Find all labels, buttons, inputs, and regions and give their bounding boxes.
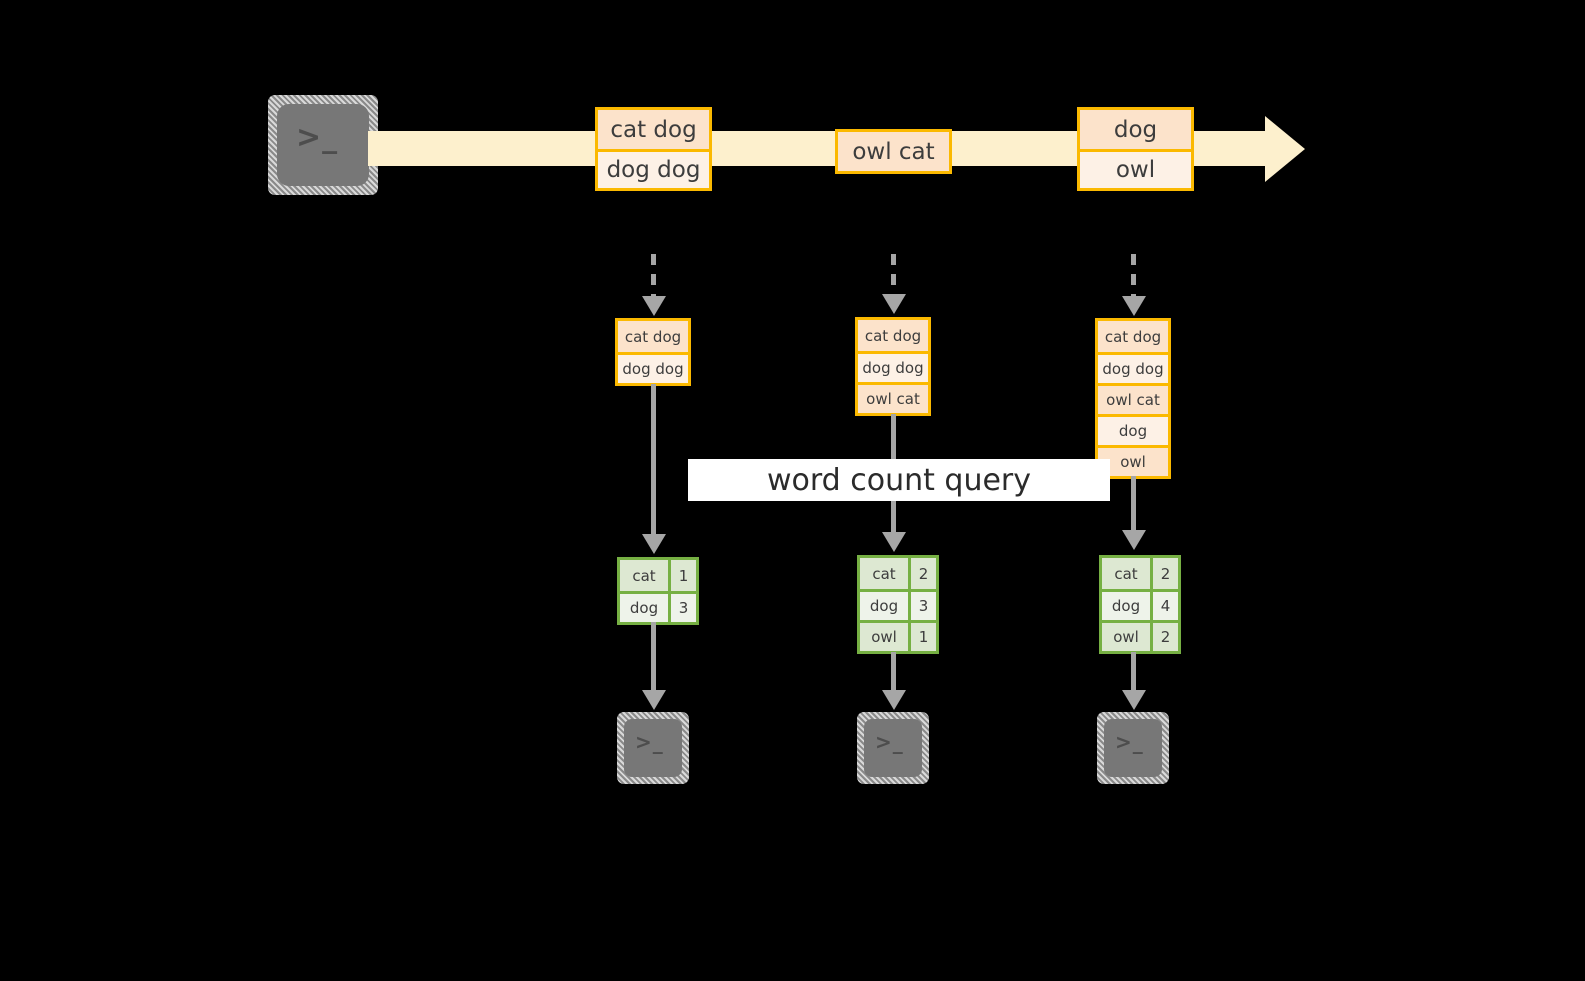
result-count: 1 xyxy=(908,623,936,651)
terminal-body xyxy=(1104,719,1162,777)
result-row: cat 2 xyxy=(1102,558,1178,589)
result-word: dog xyxy=(620,594,668,622)
stream-batch-line: owl cat xyxy=(838,132,949,171)
stream-batch-1: cat dog dog dog xyxy=(595,107,712,191)
source-terminal-icon: >_ xyxy=(268,95,378,195)
accumulated-line: dog dog xyxy=(1098,352,1168,383)
result-row: dog 3 xyxy=(860,589,936,620)
stream-to-snapshot-arrowhead-1 xyxy=(642,296,666,316)
accumulated-line: dog dog xyxy=(618,352,688,383)
snapshot-to-result-arrowhead-1 xyxy=(642,534,666,554)
result-row: dog 4 xyxy=(1102,589,1178,620)
stream-batch-2: owl cat xyxy=(835,129,952,174)
result-row: cat 2 xyxy=(860,558,936,589)
snapshot-to-result-shaft-1 xyxy=(651,384,656,536)
accumulated-line: owl cat xyxy=(1098,383,1168,414)
sink-terminal-icon-1: >_ xyxy=(617,712,689,784)
terminal-body xyxy=(864,719,922,777)
result-word: cat xyxy=(1102,558,1150,589)
stream-to-snapshot-shaft-2 xyxy=(891,254,896,300)
result-word: owl xyxy=(860,623,908,651)
result-row: owl 2 xyxy=(1102,620,1178,651)
result-word: dog xyxy=(860,592,908,620)
snapshot-to-result-arrowhead-3 xyxy=(1122,530,1146,550)
accumulated-line: dog dog xyxy=(858,351,928,382)
result-to-sink-shaft-1 xyxy=(651,622,656,692)
terminal-body xyxy=(624,719,682,777)
stream-batch-3: dog owl xyxy=(1077,107,1194,191)
query-label-band: word count query xyxy=(688,459,1110,501)
result-to-sink-shaft-2 xyxy=(891,652,896,692)
result-to-sink-shaft-3 xyxy=(1131,652,1136,692)
terminal-prompt-glyph: >_ xyxy=(1115,730,1144,754)
result-to-sink-arrowhead-1 xyxy=(642,690,666,710)
stream-arrowhead xyxy=(1265,116,1305,182)
result-row: cat 1 xyxy=(620,560,696,591)
terminal-body xyxy=(277,104,369,186)
snapshot-accumulated-1: cat dog dog dog xyxy=(615,318,691,386)
sink-terminal-icon-3: >_ xyxy=(1097,712,1169,784)
result-to-sink-arrowhead-2 xyxy=(882,690,906,710)
accumulated-line: dog xyxy=(1098,414,1168,445)
accumulated-line: cat dog xyxy=(858,320,928,351)
stream-batch-line: dog xyxy=(1080,110,1191,149)
result-count: 2 xyxy=(1150,558,1178,589)
result-count: 3 xyxy=(668,594,696,622)
result-word: cat xyxy=(860,558,908,589)
sink-terminal-icon-2: >_ xyxy=(857,712,929,784)
accumulated-line: owl cat xyxy=(858,382,928,413)
snapshot-accumulated-2: cat dog dog dog owl cat xyxy=(855,317,931,416)
result-word: dog xyxy=(1102,592,1150,620)
result-count: 1 xyxy=(668,560,696,591)
terminal-prompt-glyph: >_ xyxy=(875,730,904,754)
stream-batch-line: dog dog xyxy=(598,149,709,188)
terminal-prompt-glyph: >_ xyxy=(635,730,664,754)
result-row: owl 1 xyxy=(860,620,936,651)
stream-to-snapshot-arrowhead-3 xyxy=(1122,296,1146,316)
result-row: dog 3 xyxy=(620,591,696,622)
result-to-sink-arrowhead-3 xyxy=(1122,690,1146,710)
stream-to-snapshot-arrowhead-2 xyxy=(882,294,906,314)
snapshot-accumulated-3: cat dog dog dog owl cat dog owl xyxy=(1095,318,1171,479)
result-count: 2 xyxy=(1150,623,1178,651)
result-word: owl xyxy=(1102,623,1150,651)
terminal-prompt-glyph: >_ xyxy=(296,120,339,155)
result-table-3: cat 2 dog 4 owl 2 xyxy=(1099,555,1181,654)
accumulated-line: cat dog xyxy=(1098,321,1168,352)
accumulated-line: cat dog xyxy=(618,321,688,352)
snapshot-to-result-shaft-3 xyxy=(1131,476,1136,534)
result-table-1: cat 1 dog 3 xyxy=(617,557,699,625)
stream-batch-line: owl xyxy=(1080,149,1191,188)
stream-to-snapshot-shaft-3 xyxy=(1131,254,1136,302)
result-word: cat xyxy=(620,560,668,591)
query-label-text: word count query xyxy=(766,462,1032,498)
snapshot-to-result-arrowhead-2 xyxy=(882,532,906,552)
stream-batch-line: cat dog xyxy=(598,110,709,149)
stream-to-snapshot-shaft-1 xyxy=(651,254,656,302)
result-table-2: cat 2 dog 3 owl 1 xyxy=(857,555,939,654)
result-count: 3 xyxy=(908,592,936,620)
result-count: 4 xyxy=(1150,592,1178,620)
result-count: 2 xyxy=(908,558,936,589)
